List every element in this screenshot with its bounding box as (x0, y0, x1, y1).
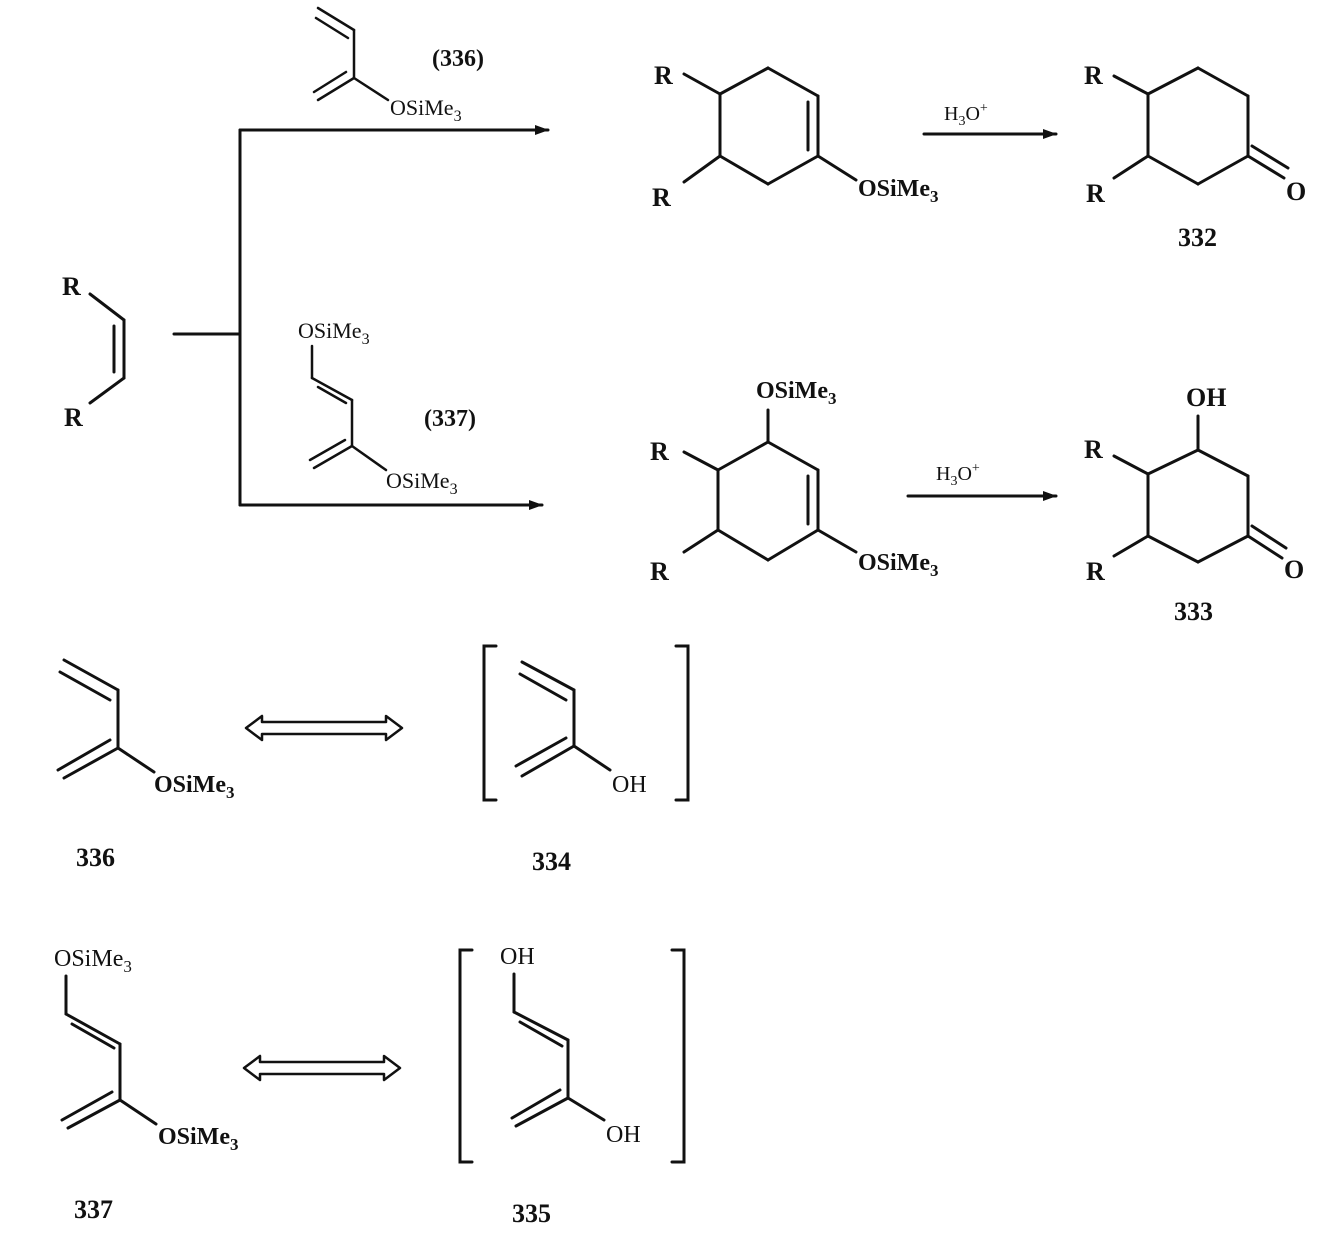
compound-332: R R O 332 (1084, 61, 1306, 252)
hydrolysis-arrow-bottom: H3O+ (906, 461, 1058, 501)
c337-number: 337 (74, 1195, 113, 1224)
reagent-336-osime3: OSiMe3 (390, 95, 462, 125)
compound-333: OH R R O 333 (1084, 383, 1304, 626)
compound-335: OH OH 335 (458, 944, 686, 1228)
c332-r1: R (1084, 61, 1103, 90)
c337-osime3-top: OSiMe3 (54, 946, 132, 976)
reagent-337-osime3-top: OSiMe3 (298, 318, 370, 348)
equivalence-arrow-1 (244, 714, 404, 742)
alkene-r-top: R (62, 272, 81, 301)
c333-o: O (1284, 555, 1304, 584)
c334-number: 334 (532, 847, 571, 876)
c335-number: 335 (512, 1199, 551, 1228)
c335-oh-top: OH (500, 944, 535, 970)
c333-oh: OH (1186, 383, 1226, 412)
top-ring-r1: R (654, 61, 673, 90)
compound-337: OSiMe3 OSiMe3 337 (54, 946, 239, 1224)
c336-number: 336 (76, 843, 115, 872)
hydrolysis-arrow-top: H3O+ (922, 101, 1058, 139)
reagent-336-label: (336) (432, 46, 484, 72)
silyl-enol-ether-bottom: OSiMe3 R R OSiMe3 (650, 378, 939, 586)
top-ring-osime3: OSiMe3 (858, 176, 939, 206)
c337-osime3-bottom: OSiMe3 (158, 1124, 239, 1154)
c333-r1: R (1084, 435, 1103, 464)
starting-alkene: R R (62, 272, 126, 432)
compound-334: OH 334 (482, 644, 690, 876)
c334-oh: OH (612, 772, 647, 798)
silyl-enol-ether-top: R R OSiMe3 (652, 61, 939, 212)
c333-number: 333 (1174, 597, 1213, 626)
bottom-ring-r1: R (650, 437, 669, 466)
reagent-337-label: (337) (424, 406, 476, 432)
h3o-top: H3O+ (944, 101, 988, 129)
h3o-bottom: H3O+ (936, 461, 980, 489)
equivalence-arrow-2 (242, 1054, 402, 1082)
c332-r2: R (1086, 179, 1105, 208)
top-ring-r2: R (652, 183, 671, 212)
compound-336: OSiMe3 336 (56, 658, 235, 872)
c333-r2: R (1086, 557, 1105, 586)
bottom-ring-osime3-top: OSiMe3 (756, 378, 837, 408)
c336-osime3: OSiMe3 (154, 772, 235, 802)
reagent-337-osime3-bottom: OSiMe3 (386, 468, 458, 498)
reagent-337-top: OSiMe3 OSiMe3 (337) (298, 318, 476, 498)
reagent-336-top: OSiMe3 (336) (312, 6, 484, 125)
c335-oh-bottom: OH (606, 1122, 641, 1148)
bottom-ring-osime3-right: OSiMe3 (858, 550, 939, 580)
alkene-r-bottom: R (64, 403, 83, 432)
bottom-ring-r2: R (650, 557, 669, 586)
c332-number: 332 (1178, 223, 1217, 252)
branch-lines (172, 125, 550, 510)
c332-o: O (1286, 177, 1306, 206)
